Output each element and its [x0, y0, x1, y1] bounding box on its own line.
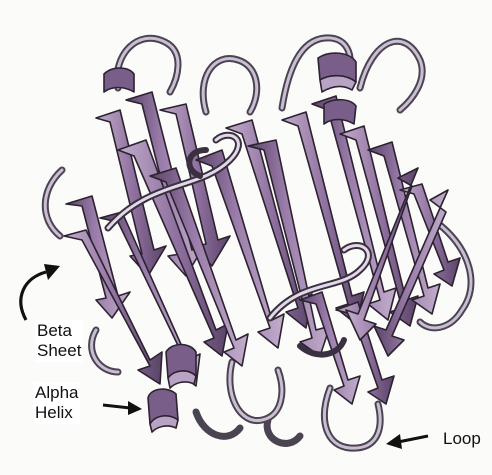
loop-far-bottom — [196, 412, 240, 436]
alpha-helix-arrow — [103, 405, 130, 408]
beta-sheet-arrowhead — [44, 264, 60, 280]
loop-label: Loop — [441, 428, 483, 450]
alpha-label-line1: Alpha — [35, 383, 78, 403]
alpha-helix-bottom-left — [148, 389, 178, 432]
beta-sheet-arrow — [21, 272, 46, 320]
beta-sheet-right — [282, 96, 460, 404]
loop-arrow — [398, 436, 428, 442]
loop-arrowhead — [386, 434, 402, 449]
beta-label-line2: Sheet — [37, 341, 81, 361]
loop-left-lower — [92, 330, 118, 372]
beta-label-line1: Beta — [37, 321, 81, 341]
alpha-label-line2: Helix — [35, 403, 78, 423]
loop-top-far-right — [360, 41, 422, 110]
loop-tubes — [45, 38, 471, 448]
alpha-helix-label: Alpha Helix — [33, 382, 80, 424]
alpha-helix-bottom-center — [166, 345, 196, 389]
alpha-helix-arrowhead — [128, 401, 142, 415]
loop-bottom-center — [267, 420, 300, 443]
beta-sheet-label: Beta Sheet — [35, 320, 83, 362]
alpha-helix-top-right — [318, 53, 356, 92]
